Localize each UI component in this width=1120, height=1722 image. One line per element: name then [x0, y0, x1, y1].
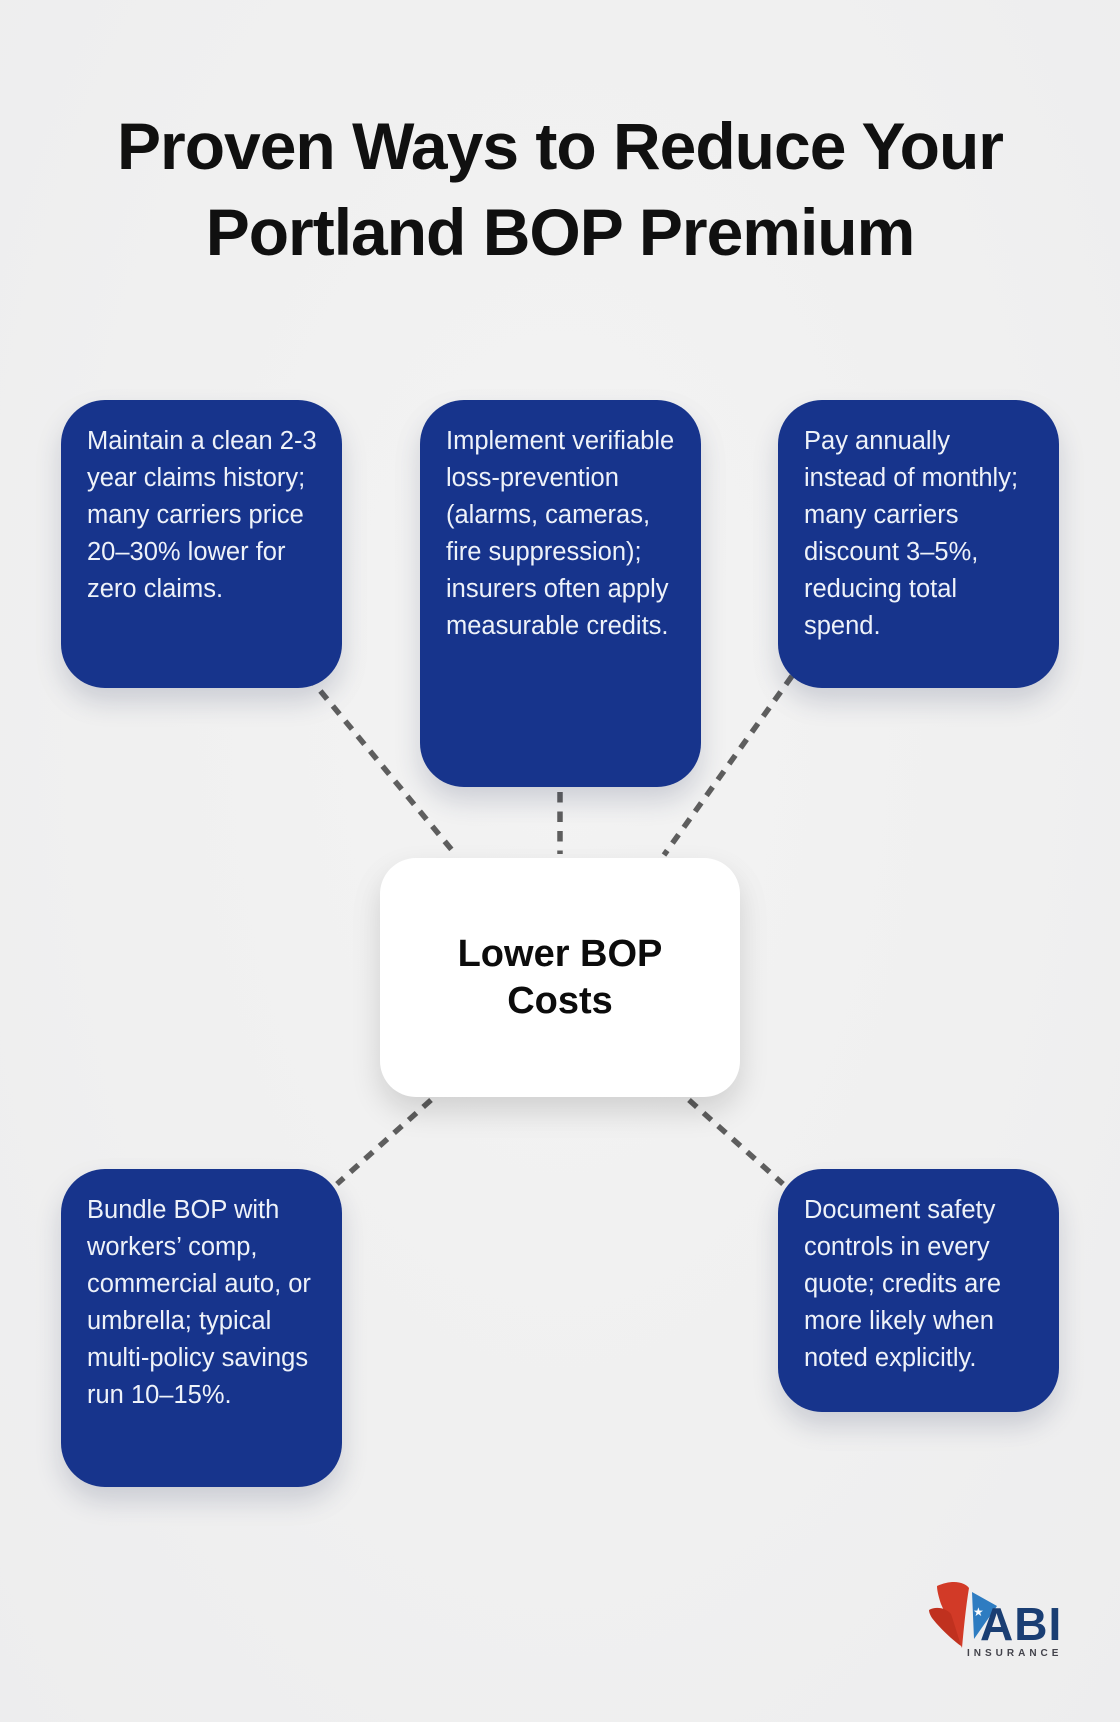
tip-box-pay-annually: Pay annually instead of monthly; many ca… [778, 400, 1059, 688]
logo-brand-text: ABI [980, 1598, 1062, 1650]
page-title: Proven Ways to Reduce Your Portland BOP … [0, 103, 1120, 275]
abi-insurance-logo: ★ ABI INSURANCE [929, 1581, 1062, 1659]
logo-star-icon: ★ [973, 1605, 984, 1619]
tip-box-claims-history: Maintain a clean 2-3 year claims history… [61, 400, 342, 688]
tip-box-bundle-policies: Bundle BOP with workers’ comp, commercia… [61, 1169, 342, 1487]
tip-text: Maintain a clean 2-3 year claims history… [87, 427, 317, 603]
center-node-label: Lower BOP Costs [457, 932, 663, 1022]
center-node: Lower BOP Costs [380, 858, 740, 1097]
tip-text: Bundle BOP with workers’ comp, commercia… [87, 1196, 311, 1409]
tip-box-document-safety: Document safety controls in every quote;… [778, 1169, 1059, 1412]
tip-text: Pay annually instead of monthly; many ca… [804, 427, 1019, 640]
connector-bottom-right [687, 1097, 785, 1187]
tip-box-loss-prevention: Implement verifiable loss-prevention (al… [420, 400, 701, 787]
page-title-line1: Proven Ways to Reduce Your [116, 109, 1004, 183]
tip-text: Implement verifiable loss-prevention (al… [446, 427, 675, 640]
tip-text: Document safety controls in every quote;… [804, 1196, 1002, 1372]
logo-swoosh-icon [937, 1581, 969, 1648]
connector-bottom-left [335, 1097, 433, 1187]
page-title-line2: Portland BOP Premium [205, 195, 916, 269]
logo-tagline-text: INSURANCE [967, 1648, 1062, 1659]
connector-top-right [661, 674, 795, 857]
logo-sail-icon [972, 1592, 997, 1639]
logo-swoosh-small-icon [929, 1607, 961, 1646]
